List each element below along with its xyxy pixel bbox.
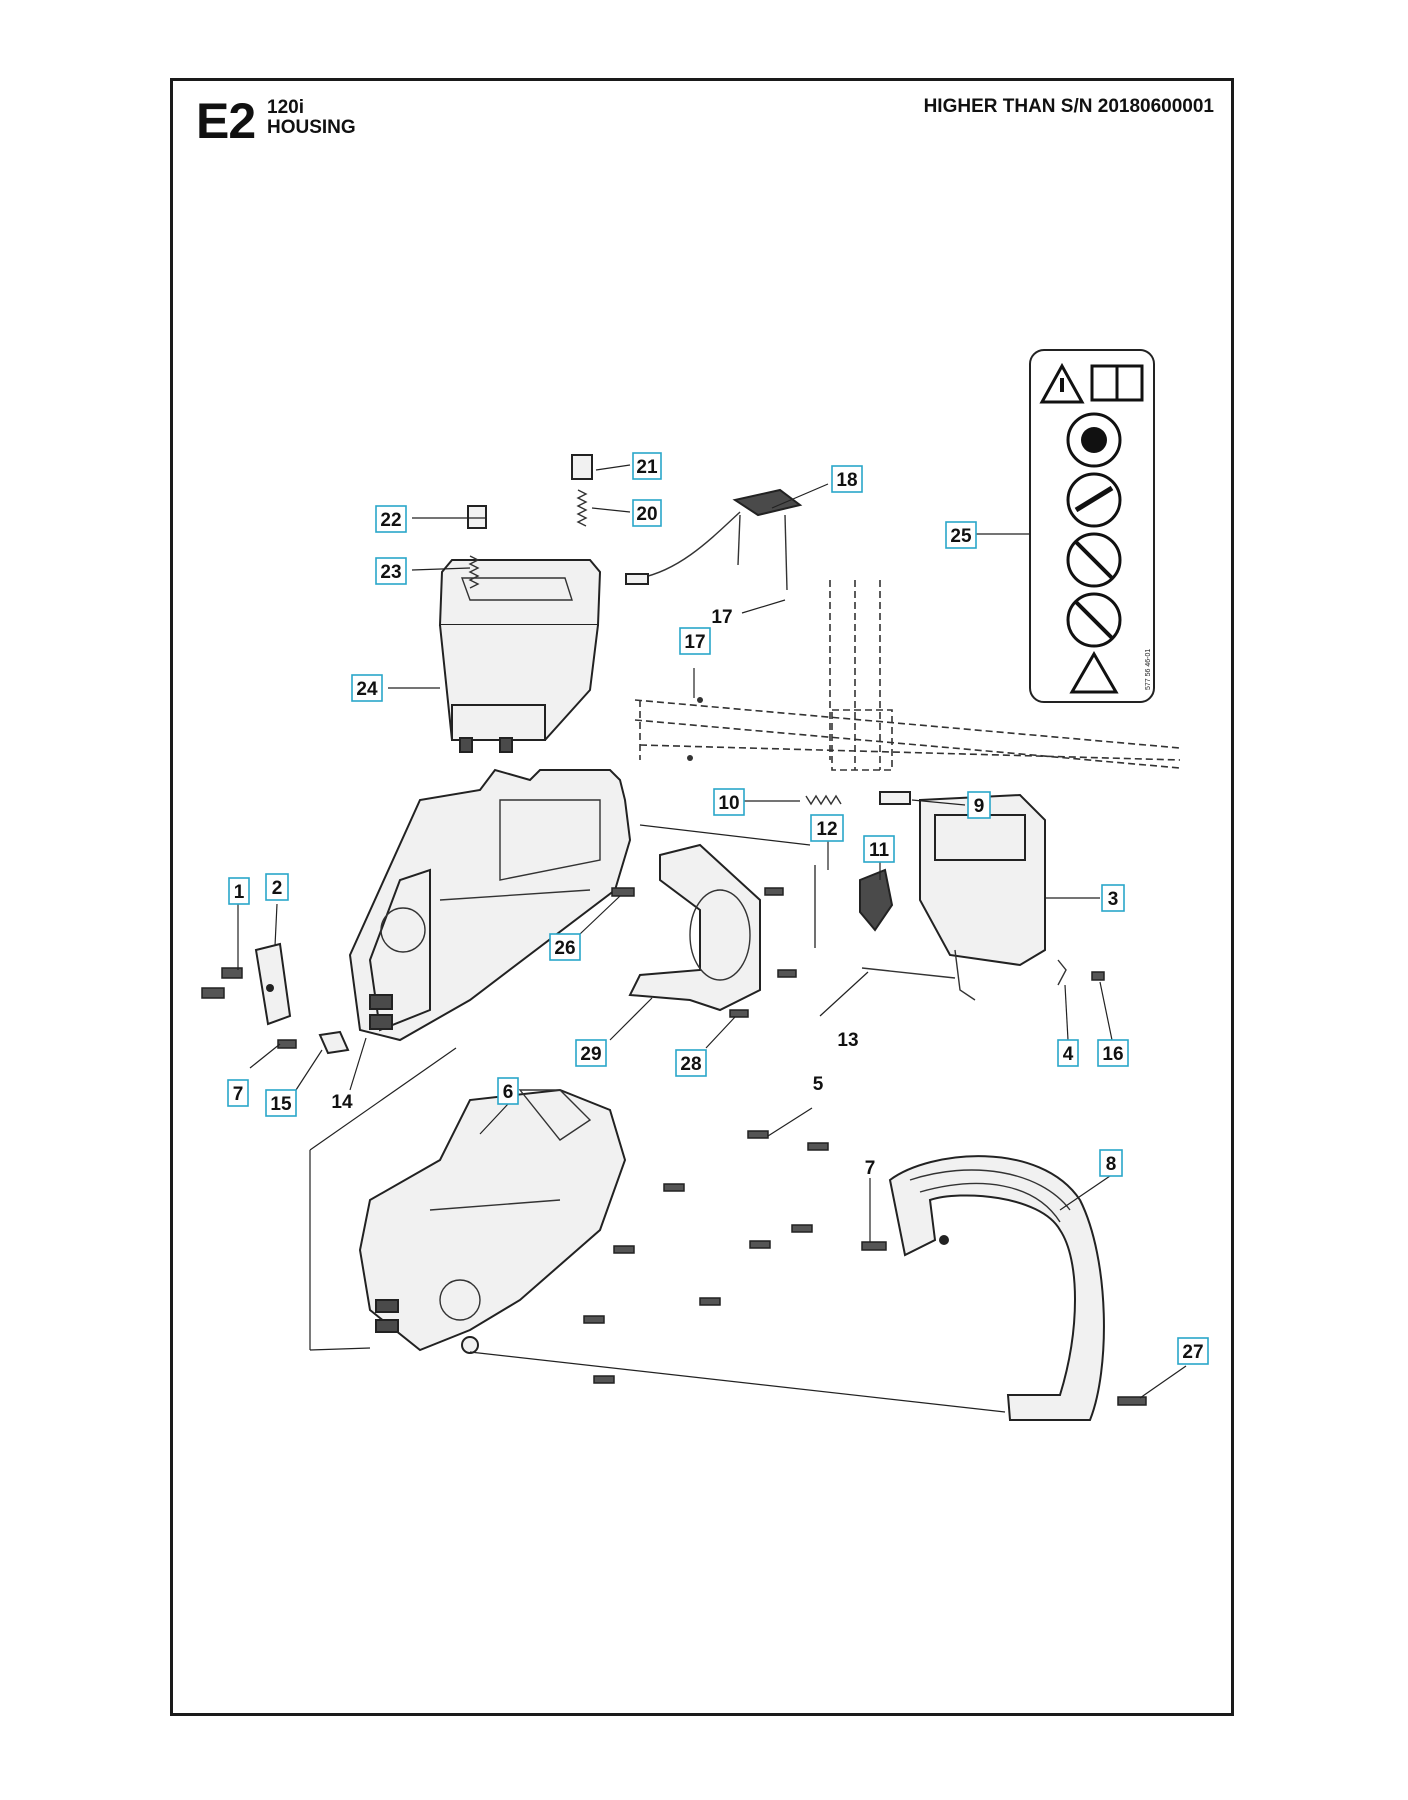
- front-handle-8: [861, 1155, 1105, 1421]
- svg-text:11: 11: [869, 840, 890, 861]
- page-code: E2: [196, 93, 256, 149]
- svg-text:1: 1: [234, 882, 245, 903]
- callout-28: 28: [675, 1049, 707, 1077]
- callout-6: 6: [497, 1077, 519, 1105]
- svg-text:16: 16: [1102, 1044, 1123, 1065]
- screw-7-upper: [277, 1039, 297, 1049]
- callout-4: 4: [1057, 1039, 1079, 1067]
- callout-18: 18: [831, 465, 863, 493]
- leader-lines: [237, 464, 1187, 1413]
- svg-text:26: 26: [554, 938, 575, 959]
- svg-text:10: 10: [718, 793, 739, 814]
- callout-17: 17: [679, 627, 711, 655]
- callout-16: 16: [1097, 1039, 1129, 1067]
- callout-15: 15: [265, 1089, 297, 1117]
- callout-23: 23: [375, 557, 407, 585]
- spring-20: [576, 489, 588, 527]
- callout-27: 27: [1177, 1337, 1209, 1365]
- svg-text:24: 24: [356, 679, 378, 700]
- shaft-13: [861, 967, 956, 979]
- screw-26: [611, 887, 635, 897]
- svg-text:25: 25: [950, 526, 972, 547]
- model-name: 120i: [267, 97, 304, 118]
- decal-code: 577 56 46-01: [1145, 649, 1152, 690]
- main-housing: [348, 768, 632, 1042]
- callout-17-plain: 17: [711, 607, 732, 628]
- svg-text:23: 23: [380, 562, 401, 583]
- callout-8: 8: [1099, 1149, 1123, 1177]
- callout-10: 10: [713, 788, 745, 816]
- callout-9: 9: [967, 791, 991, 819]
- serial-note: HIGHER THAN S/N 20180600001: [923, 96, 1214, 117]
- svg-text:2: 2: [272, 878, 283, 899]
- callout-29: 29: [575, 1039, 607, 1067]
- callout-20: 20: [632, 499, 662, 527]
- svg-text:8: 8: [1106, 1154, 1117, 1175]
- callout-21: 21: [632, 452, 662, 480]
- screw-16: [1091, 971, 1105, 981]
- callout-13: 13: [837, 1030, 858, 1051]
- svg-text:17: 17: [711, 607, 732, 628]
- callout-12: 12: [810, 814, 844, 842]
- svg-text:3: 3: [1108, 889, 1119, 910]
- svg-text:9: 9: [974, 796, 985, 817]
- lever-9: [879, 791, 911, 805]
- switch-cable-18: [625, 488, 803, 591]
- svg-text:28: 28: [680, 1054, 701, 1075]
- contact-22: [467, 505, 487, 529]
- callout-3: 3: [1101, 884, 1125, 912]
- battery-compartment: [438, 559, 602, 753]
- callout-7-left: 7: [227, 1079, 249, 1107]
- callout-22: 22: [375, 505, 407, 533]
- svg-text:18: 18: [836, 470, 857, 491]
- warning-decal: 577 56 46-01: [1029, 349, 1155, 703]
- svg-text:13: 13: [837, 1030, 858, 1051]
- bracket-screws-28: [729, 887, 797, 1018]
- svg-text:29: 29: [580, 1044, 601, 1065]
- trigger-11: [859, 868, 894, 932]
- callout-25: 25: [945, 521, 977, 549]
- callout-2: 2: [265, 873, 289, 901]
- rear-handle-3: [919, 793, 1046, 1001]
- svg-text:17: 17: [684, 632, 705, 653]
- drawing-frame: [170, 78, 1234, 1716]
- svg-text:20: 20: [636, 504, 657, 525]
- callout-1: 1: [228, 877, 250, 905]
- cover-screws-5: [583, 1130, 829, 1384]
- section-title: HOUSING: [267, 117, 356, 138]
- clip-4: [1057, 959, 1067, 986]
- circuit-board: [634, 580, 1181, 771]
- svg-text:21: 21: [636, 457, 658, 478]
- svg-text:7: 7: [865, 1158, 876, 1179]
- svg-text:22: 22: [380, 510, 401, 531]
- svg-text:7: 7: [233, 1084, 244, 1105]
- svg-text:12: 12: [816, 819, 837, 840]
- falling-tree-icon: [1069, 651, 1119, 694]
- contact-21: [571, 454, 593, 480]
- sprocket-cover: [358, 1088, 627, 1354]
- spring-10: [805, 794, 842, 806]
- svg-text:27: 27: [1182, 1342, 1203, 1363]
- tensioner-plate-2: [254, 942, 292, 1026]
- callout-24: 24: [351, 674, 383, 702]
- motor-bracket-29: [628, 843, 761, 1012]
- callout-7-right: 7: [865, 1158, 876, 1179]
- svg-text:14: 14: [331, 1092, 353, 1113]
- adjuster-pin-15: [318, 1030, 350, 1055]
- callout-14: 14: [331, 1092, 353, 1113]
- callout-5: 5: [813, 1074, 824, 1095]
- screw-27: [1117, 1396, 1147, 1406]
- svg-text:6: 6: [503, 1082, 514, 1103]
- spring-23: [468, 555, 480, 589]
- adjuster-screws-1: [201, 967, 243, 999]
- svg-text:15: 15: [270, 1094, 292, 1115]
- svg-text:5: 5: [813, 1074, 824, 1095]
- callout-26: 26: [549, 933, 581, 961]
- callout-11: 11: [863, 835, 895, 863]
- svg-text:4: 4: [1063, 1044, 1074, 1065]
